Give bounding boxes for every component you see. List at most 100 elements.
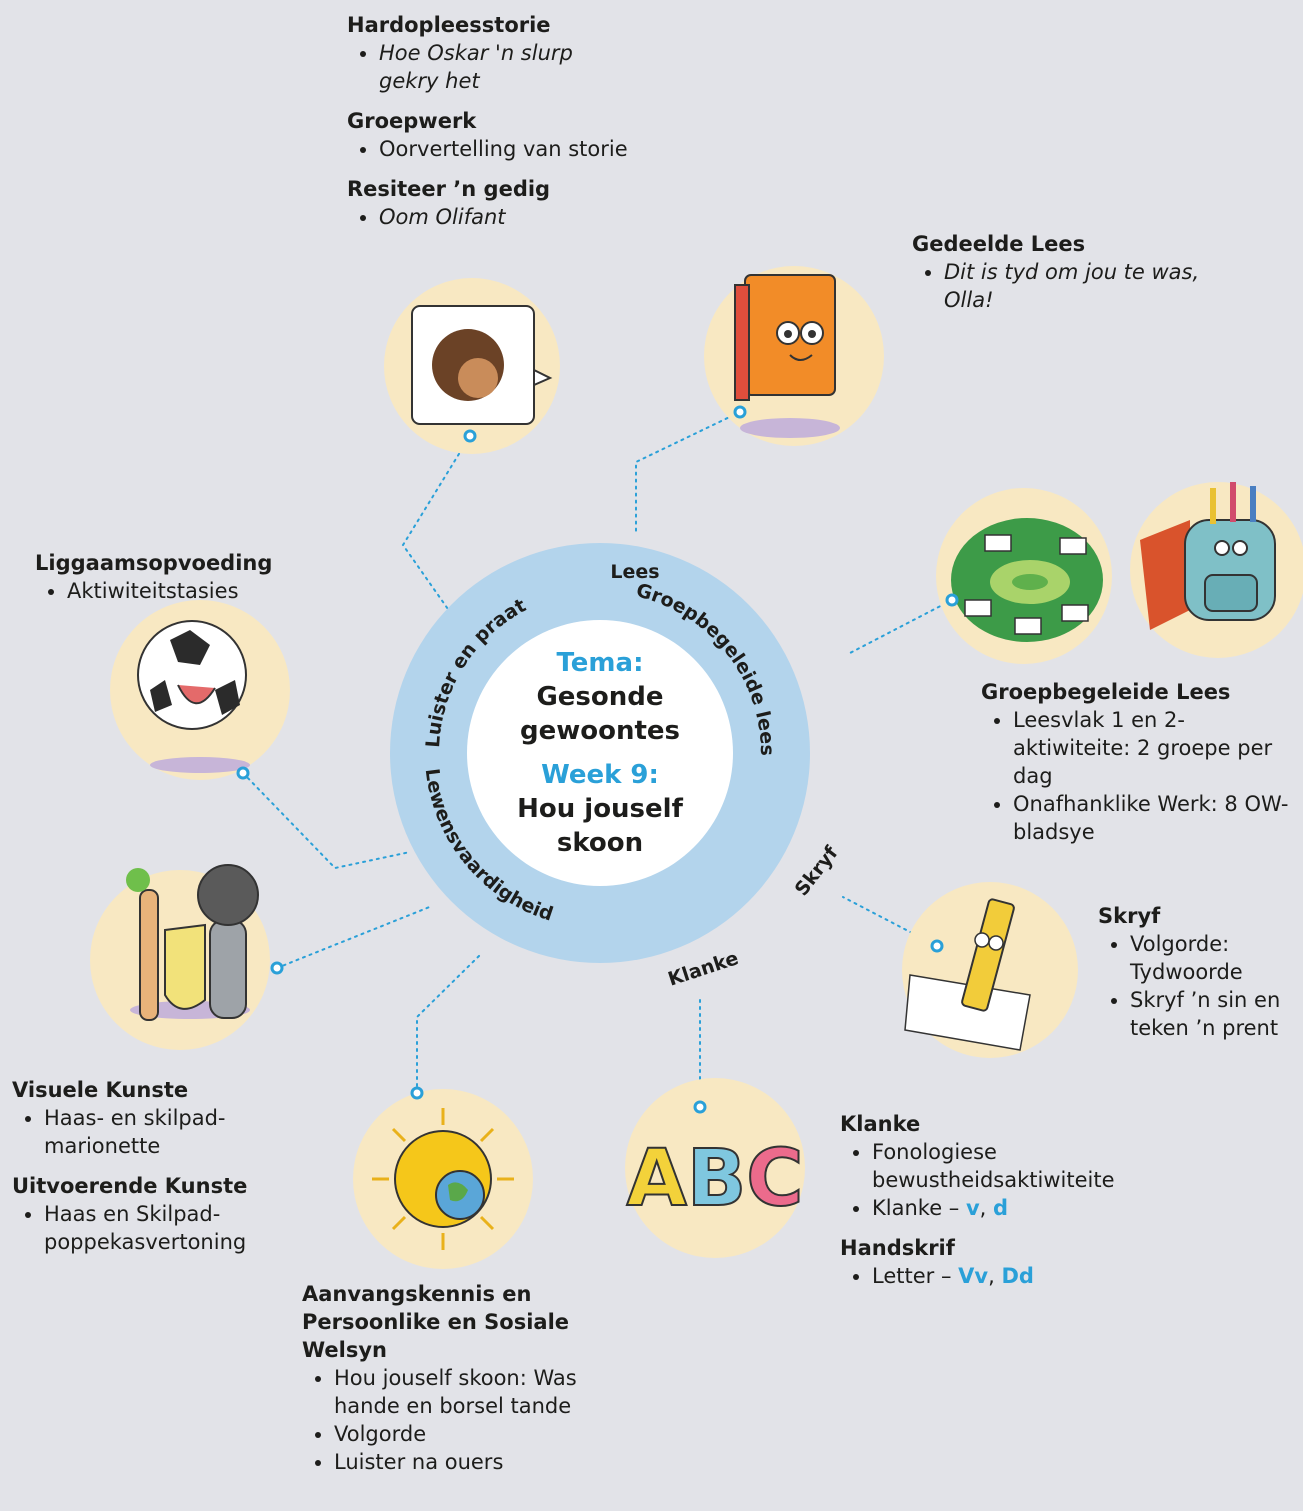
icon-group-reading-groups	[936, 488, 1112, 664]
connector-groep	[849, 599, 953, 654]
section-list: Dit is tyd om jou te was, Olla!	[912, 258, 1202, 314]
list-item-text: Oorvertelling van storie	[379, 137, 628, 161]
section-heading: Resiteer ’n gedig	[347, 177, 551, 201]
section-heading: Groepbegeleide Lees	[981, 680, 1231, 704]
list-item: Oorvertelling van storie	[379, 135, 637, 163]
icon-group-globe	[353, 1089, 533, 1269]
section-list: Haas en Skilpad-poppekasvertoning	[12, 1200, 292, 1256]
section-heading: Groepwerk	[347, 109, 477, 133]
section-list: Aktiwiteitstasies	[35, 577, 335, 605]
list-item-text: Letter –	[872, 1264, 959, 1288]
section-heading: Liggaamsopvoeding	[35, 551, 273, 575]
connector-aanvang	[416, 954, 481, 1094]
list-item: Hoe Oskar 'n slurp gekry het	[379, 39, 637, 95]
section-list: Letter – Vv, Dd	[840, 1262, 1180, 1290]
list-item-text: Haas en Skilpad-poppekasvertoning	[44, 1202, 247, 1254]
section-list: Volgorde: TydwoordeSkryf ’n sin en teken…	[1098, 930, 1303, 1042]
list-item: Luister na ouers	[334, 1448, 622, 1476]
list-item-text: Luister na ouers	[334, 1450, 504, 1474]
block-skryf: SkryfVolgorde: TydwoordeSkryf ’n sin en …	[1098, 902, 1303, 1042]
list-item-text: Onafhanklike Werk: 8 OW-bladsye	[1013, 792, 1289, 844]
week-label: Week 9:	[541, 760, 659, 790]
icon-group-music	[90, 864, 270, 1050]
block-top: HardopleesstorieHoe Oskar 'n slurp gekry…	[347, 11, 637, 231]
section-list: Oorvertelling van storie	[347, 135, 637, 163]
ring-label-lees: Lees	[610, 561, 659, 583]
section-heading: Gedeelde Lees	[912, 232, 1086, 256]
list-item-text: Volgorde	[334, 1422, 427, 1446]
icon-group-soccer	[110, 600, 290, 780]
list-item: Onafhanklike Werk: 8 OW-bladsye	[1013, 790, 1299, 846]
block-kunste: Visuele KunsteHaas- en skilpad-marionett…	[12, 1076, 292, 1256]
list-item: Hou jouself skoon: Was hande en borsel t…	[334, 1364, 622, 1420]
list-item-text: Hou jouself skoon: Was hande en borsel t…	[334, 1366, 577, 1418]
list-item: Volgorde	[334, 1420, 622, 1448]
block-aanvang: Aanvangskennis en Persoonlike en Sosiale…	[302, 1280, 622, 1476]
section-heading: Skryf	[1098, 904, 1161, 928]
theme-label: Tema:	[556, 648, 644, 678]
block-groepbegeleide: Groepbegeleide LeesLeesvlak 1 en 2-aktiw…	[981, 678, 1299, 846]
list-item-text: Hoe Oskar 'n slurp gekry het	[379, 41, 573, 93]
icon-group-speaking	[384, 278, 560, 454]
icon-group-book	[704, 266, 884, 446]
list-item: Haas en Skilpad-poppekasvertoning	[44, 1200, 292, 1256]
section-heading: Klanke	[840, 1112, 921, 1136]
connector-kunste	[276, 905, 433, 969]
section-heading: Handskrif	[840, 1236, 955, 1260]
section-list: Fonologiese bewustheidsaktiwiteiteKlanke…	[840, 1138, 1180, 1222]
theme-line-1: Gesonde	[536, 682, 664, 712]
section-heading: Uitvoerende Kunste	[12, 1174, 248, 1198]
list-item-text: Dit is tyd om jou te was, Olla!	[944, 260, 1200, 312]
section-heading: Aanvangskennis en Persoonlike en Sosiale…	[302, 1282, 570, 1362]
ring-inner	[467, 620, 733, 886]
pencil-writing-icon	[961, 898, 1015, 1012]
highlight-letter: Dd	[1001, 1264, 1034, 1288]
list-item: Skryf ’n sin en teken ’n prent	[1130, 986, 1303, 1042]
list-item: Dit is tyd om jou te was, Olla!	[944, 258, 1202, 314]
list-item: Leesvlak 1 en 2-aktiwiteite: 2 groepe pe…	[1013, 706, 1299, 790]
section-list: Hoe Oskar 'n slurp gekry het	[347, 39, 637, 95]
section-heading: Visuele Kunste	[12, 1078, 189, 1102]
list-item: Haas- en skilpad-marionette	[44, 1104, 292, 1160]
ring-label-skryf: Skryf	[791, 842, 843, 901]
highlight-letter: v	[965, 1196, 980, 1220]
list-item-text: Aktiwiteitstasies	[67, 579, 239, 603]
block-klanke: KlankeFonologiese bewustheidsaktiwiteite…	[840, 1110, 1180, 1290]
block-liggaam: LiggaamsopvoedingAktiwiteitstasies	[35, 549, 335, 605]
list-item: Fonologiese bewustheidsaktiwiteite	[872, 1138, 1180, 1194]
list-item: Volgorde: Tydwoorde	[1130, 930, 1303, 986]
block-gedeelde: Gedeelde LeesDit is tyd om jou te was, O…	[912, 230, 1202, 314]
highlight-letter: Vv	[958, 1264, 989, 1288]
list-item: Oom Olifant	[379, 203, 637, 231]
theme-line-2: gewoontes	[519, 716, 681, 746]
list-item-text: Leesvlak 1 en 2-aktiwiteite: 2 groepe pe…	[1013, 708, 1273, 788]
list-item: Aktiwiteitstasies	[67, 577, 335, 605]
list-item: Letter – Vv, Dd	[872, 1262, 1180, 1290]
connector-luister	[401, 435, 471, 613]
list-item-text: Klanke –	[872, 1196, 966, 1220]
list-item-text: Haas- en skilpad-marionette	[44, 1106, 226, 1158]
section-list: Oom Olifant	[347, 203, 637, 231]
abc-letters-icon: ABC	[626, 1134, 803, 1224]
section-list: Haas- en skilpad-marionette	[12, 1104, 292, 1160]
week-line-1: Hou jouself	[517, 794, 683, 824]
list-item-text: Fonologiese bewustheidsaktiwiteite	[872, 1140, 1115, 1192]
music-characters-icon	[209, 919, 247, 1019]
highlight-letter: d	[993, 1196, 1009, 1220]
connector-liggaam	[242, 772, 411, 870]
list-item-text: Volgorde: Tydwoorde	[1130, 932, 1243, 984]
section-list: Leesvlak 1 en 2-aktiwiteite: 2 groepe pe…	[981, 706, 1299, 846]
connector-lines	[242, 411, 953, 1108]
list-item: Klanke – v, d	[872, 1194, 1180, 1222]
icon-group-pencil	[902, 882, 1078, 1058]
icon-group-backpack	[1130, 482, 1303, 658]
section-list: Hou jouself skoon: Was hande en borsel t…	[302, 1364, 622, 1476]
ring-label-klanke: Klanke	[665, 947, 741, 990]
connector-lees	[635, 411, 741, 533]
week-line-2: skoon	[556, 828, 644, 858]
center-title: Tema: Gesonde gewoontes Week 9: Hou jous…	[465, 646, 735, 860]
icon-group-abc: ABC	[625, 1078, 805, 1258]
list-item-text: Skryf ’n sin en teken ’n prent	[1130, 988, 1281, 1040]
connector-dots	[236, 405, 959, 1114]
